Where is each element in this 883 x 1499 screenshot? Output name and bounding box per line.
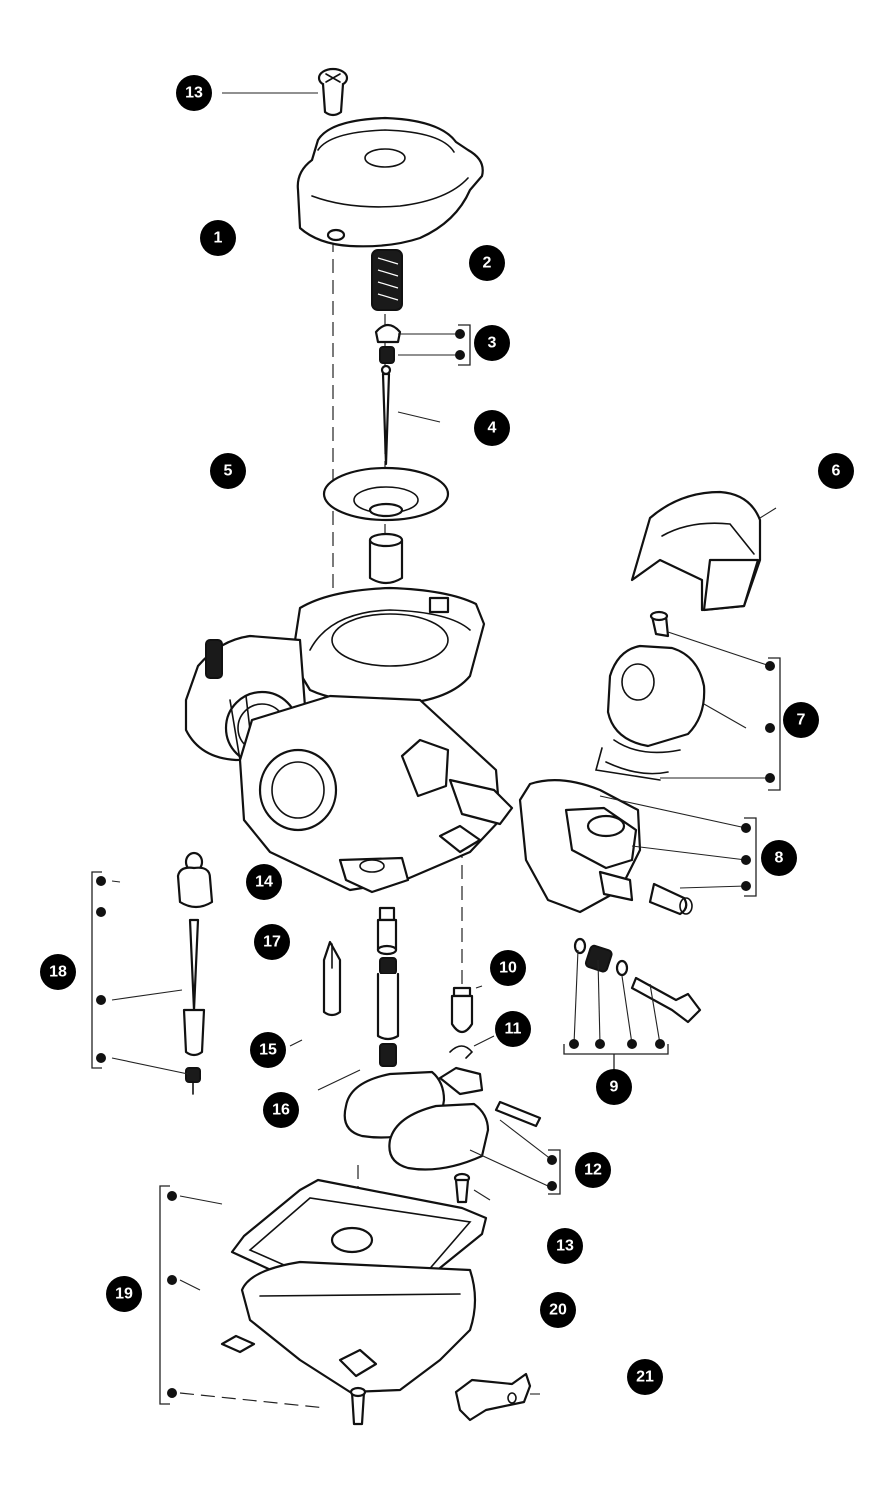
throttle-housing <box>518 779 693 916</box>
svg-text:18: 18 <box>49 964 67 981</box>
svg-text:5: 5 <box>224 463 233 480</box>
callout-12: 12 <box>575 1152 611 1188</box>
svg-text:14: 14 <box>255 874 273 891</box>
svg-text:19: 19 <box>115 1286 133 1303</box>
svg-text:10: 10 <box>499 960 517 977</box>
svg-text:20: 20 <box>549 1302 567 1319</box>
callout-10: 10 <box>490 950 526 986</box>
svg-text:12: 12 <box>584 1162 602 1179</box>
svg-text:21: 21 <box>636 1369 654 1386</box>
vacuum-slide-diaphragm <box>322 466 450 585</box>
top-cover-screw <box>317 67 349 117</box>
svg-text:6: 6 <box>832 463 841 480</box>
jet-needle <box>380 364 392 466</box>
pilot-jet <box>322 940 342 1017</box>
float-assembly <box>343 1066 542 1171</box>
hose-clip <box>454 1372 532 1422</box>
callout-20: 20 <box>540 1292 576 1328</box>
callout-11: 11 <box>495 1011 531 1047</box>
choke-plunger-assembly <box>594 610 706 781</box>
callout-1: 1 <box>200 220 236 256</box>
svg-text:4: 4 <box>488 420 497 437</box>
callout-badges: 13 1 2 3 4 5 6 7 8 9 10 11 12 13 14 15 1… <box>40 75 854 1395</box>
top-cover <box>296 116 484 248</box>
callout-6: 6 <box>818 453 854 489</box>
starter-jet-assembly <box>176 851 214 1095</box>
callout-16: 16 <box>263 1092 299 1128</box>
svg-text:13: 13 <box>185 85 203 102</box>
svg-text:7: 7 <box>797 712 806 729</box>
main-jet-holder <box>376 906 400 1067</box>
svg-text:17: 17 <box>263 934 281 951</box>
float-needle-valve <box>450 986 474 1034</box>
callout-19: 19 <box>106 1276 142 1312</box>
svg-text:8: 8 <box>775 850 784 867</box>
callout-17: 17 <box>254 924 290 960</box>
callout-13-bottom: 13 <box>547 1228 583 1264</box>
callout-14: 14 <box>246 864 282 900</box>
callout-8: 8 <box>761 840 797 876</box>
idle-mixture-screw-set <box>573 937 702 1024</box>
svg-text:2: 2 <box>483 255 492 272</box>
callout-2: 2 <box>469 245 505 281</box>
choke-cover <box>630 490 762 612</box>
needle-retainer <box>374 323 402 364</box>
svg-text:1: 1 <box>214 230 223 247</box>
callout-9: 9 <box>596 1069 632 1105</box>
svg-text:3: 3 <box>488 335 497 352</box>
carburetor-body <box>184 586 514 894</box>
callout-7: 7 <box>783 702 819 738</box>
float-valve-clip <box>449 1045 474 1059</box>
slide-spring <box>371 249 403 311</box>
svg-text:16: 16 <box>272 1102 290 1119</box>
group-brackets <box>91 324 781 1405</box>
leader-lines <box>111 92 777 1409</box>
svg-text:11: 11 <box>505 1021 522 1038</box>
callout-13-top: 13 <box>176 75 212 111</box>
svg-text:9: 9 <box>610 1079 619 1096</box>
callout-15: 15 <box>250 1032 286 1068</box>
callout-21: 21 <box>627 1359 663 1395</box>
svg-text:15: 15 <box>259 1042 277 1059</box>
svg-text:13: 13 <box>556 1238 574 1255</box>
callout-4: 4 <box>474 410 510 446</box>
callout-5: 5 <box>210 453 246 489</box>
callout-18: 18 <box>40 954 76 990</box>
float-bowl-screw <box>453 1172 471 1204</box>
callout-3: 3 <box>474 325 510 361</box>
float-bowl <box>220 1178 488 1426</box>
